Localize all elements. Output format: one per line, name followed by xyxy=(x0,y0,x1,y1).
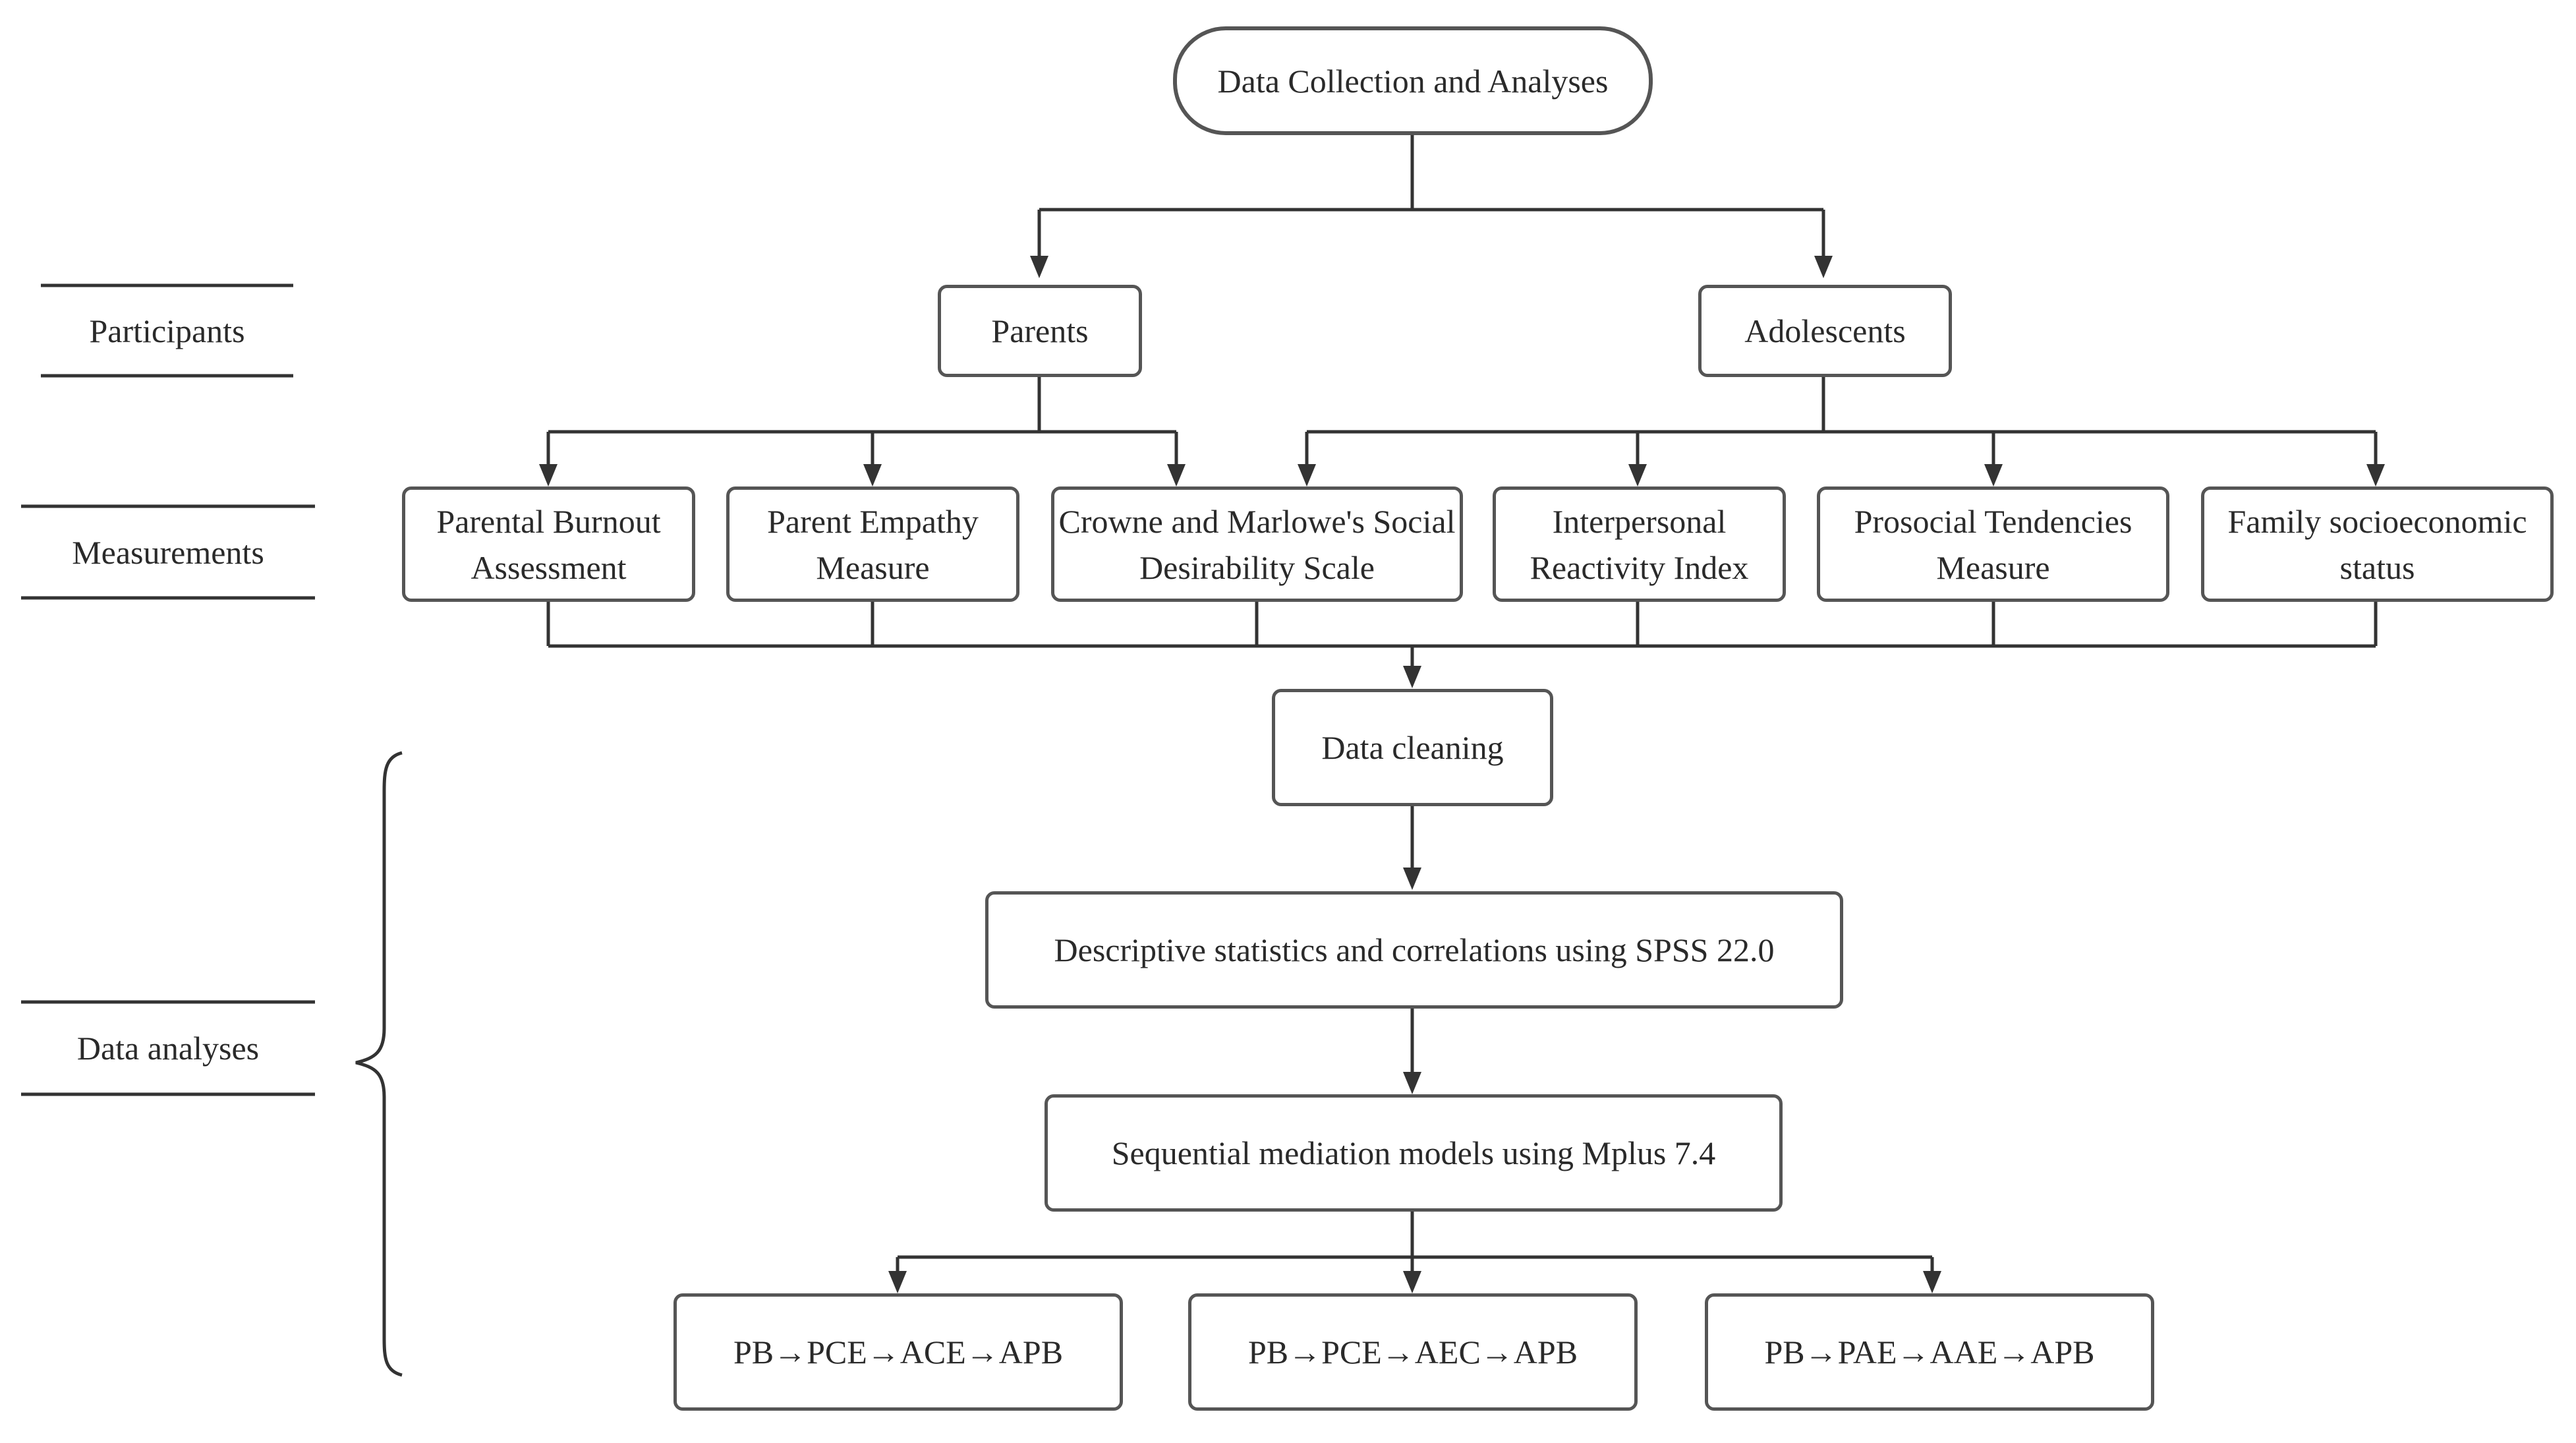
side-label-data-analyses: Data analyses xyxy=(76,1030,260,1067)
arrowhead xyxy=(1403,1271,1421,1293)
side-label-participants: Participants xyxy=(89,312,245,349)
arrowhead xyxy=(1403,666,1421,688)
node-sequential-mediation: Sequential mediation models using Mplus … xyxy=(1045,1094,1783,1212)
node-parent-empathy-measure: Parent Empathy Measure xyxy=(726,486,1019,602)
node-parental-burnout-assessment: Parental Burnout Assessment xyxy=(402,486,695,602)
arrowhead xyxy=(888,1271,907,1293)
arrowhead xyxy=(1403,868,1421,890)
arrowhead xyxy=(1814,256,1833,278)
node-data-cleaning: Data cleaning xyxy=(1272,689,1553,806)
arrowhead xyxy=(1167,464,1186,486)
node-model-3: PB→PAE→AAE→APB xyxy=(1705,1293,2154,1411)
arrowhead xyxy=(1030,256,1048,278)
node-prosocial-tendencies-measure: Prosocial Tendencies Measure xyxy=(1817,486,2169,602)
side-label-measurements: Measurements xyxy=(72,533,264,571)
arrowhead xyxy=(2366,464,2385,486)
arrowhead xyxy=(1628,464,1647,486)
diagram-title-text: Data Collection and Analyses xyxy=(1217,62,1609,100)
node-model-1: PB→PCE→ACE→APB xyxy=(673,1293,1123,1411)
arrowhead xyxy=(1403,1072,1421,1094)
diagram-title: Data Collection and Analyses xyxy=(1173,26,1653,135)
node-parents: Parents xyxy=(938,285,1142,377)
arrowhead xyxy=(863,464,882,486)
arrowhead xyxy=(539,464,558,486)
arrowhead xyxy=(1984,464,2003,486)
arrowhead xyxy=(1298,464,1316,486)
curly-brace xyxy=(355,751,403,1377)
node-family-socioeconomic-status: Family socioeconomic status xyxy=(2201,486,2554,602)
node-model-2: PB→PCE→AEC→APB xyxy=(1188,1293,1638,1411)
arrowhead xyxy=(1923,1271,1941,1293)
node-interpersonal-reactivity-index: Interpersonal Reactivity Index xyxy=(1493,486,1786,602)
node-social-desirability-scale: Crowne and Marlowe's Social Desirability… xyxy=(1051,486,1463,602)
node-adolescents: Adolescents xyxy=(1698,285,1952,377)
node-descriptive-statistics: Descriptive statistics and correlations … xyxy=(985,891,1843,1009)
